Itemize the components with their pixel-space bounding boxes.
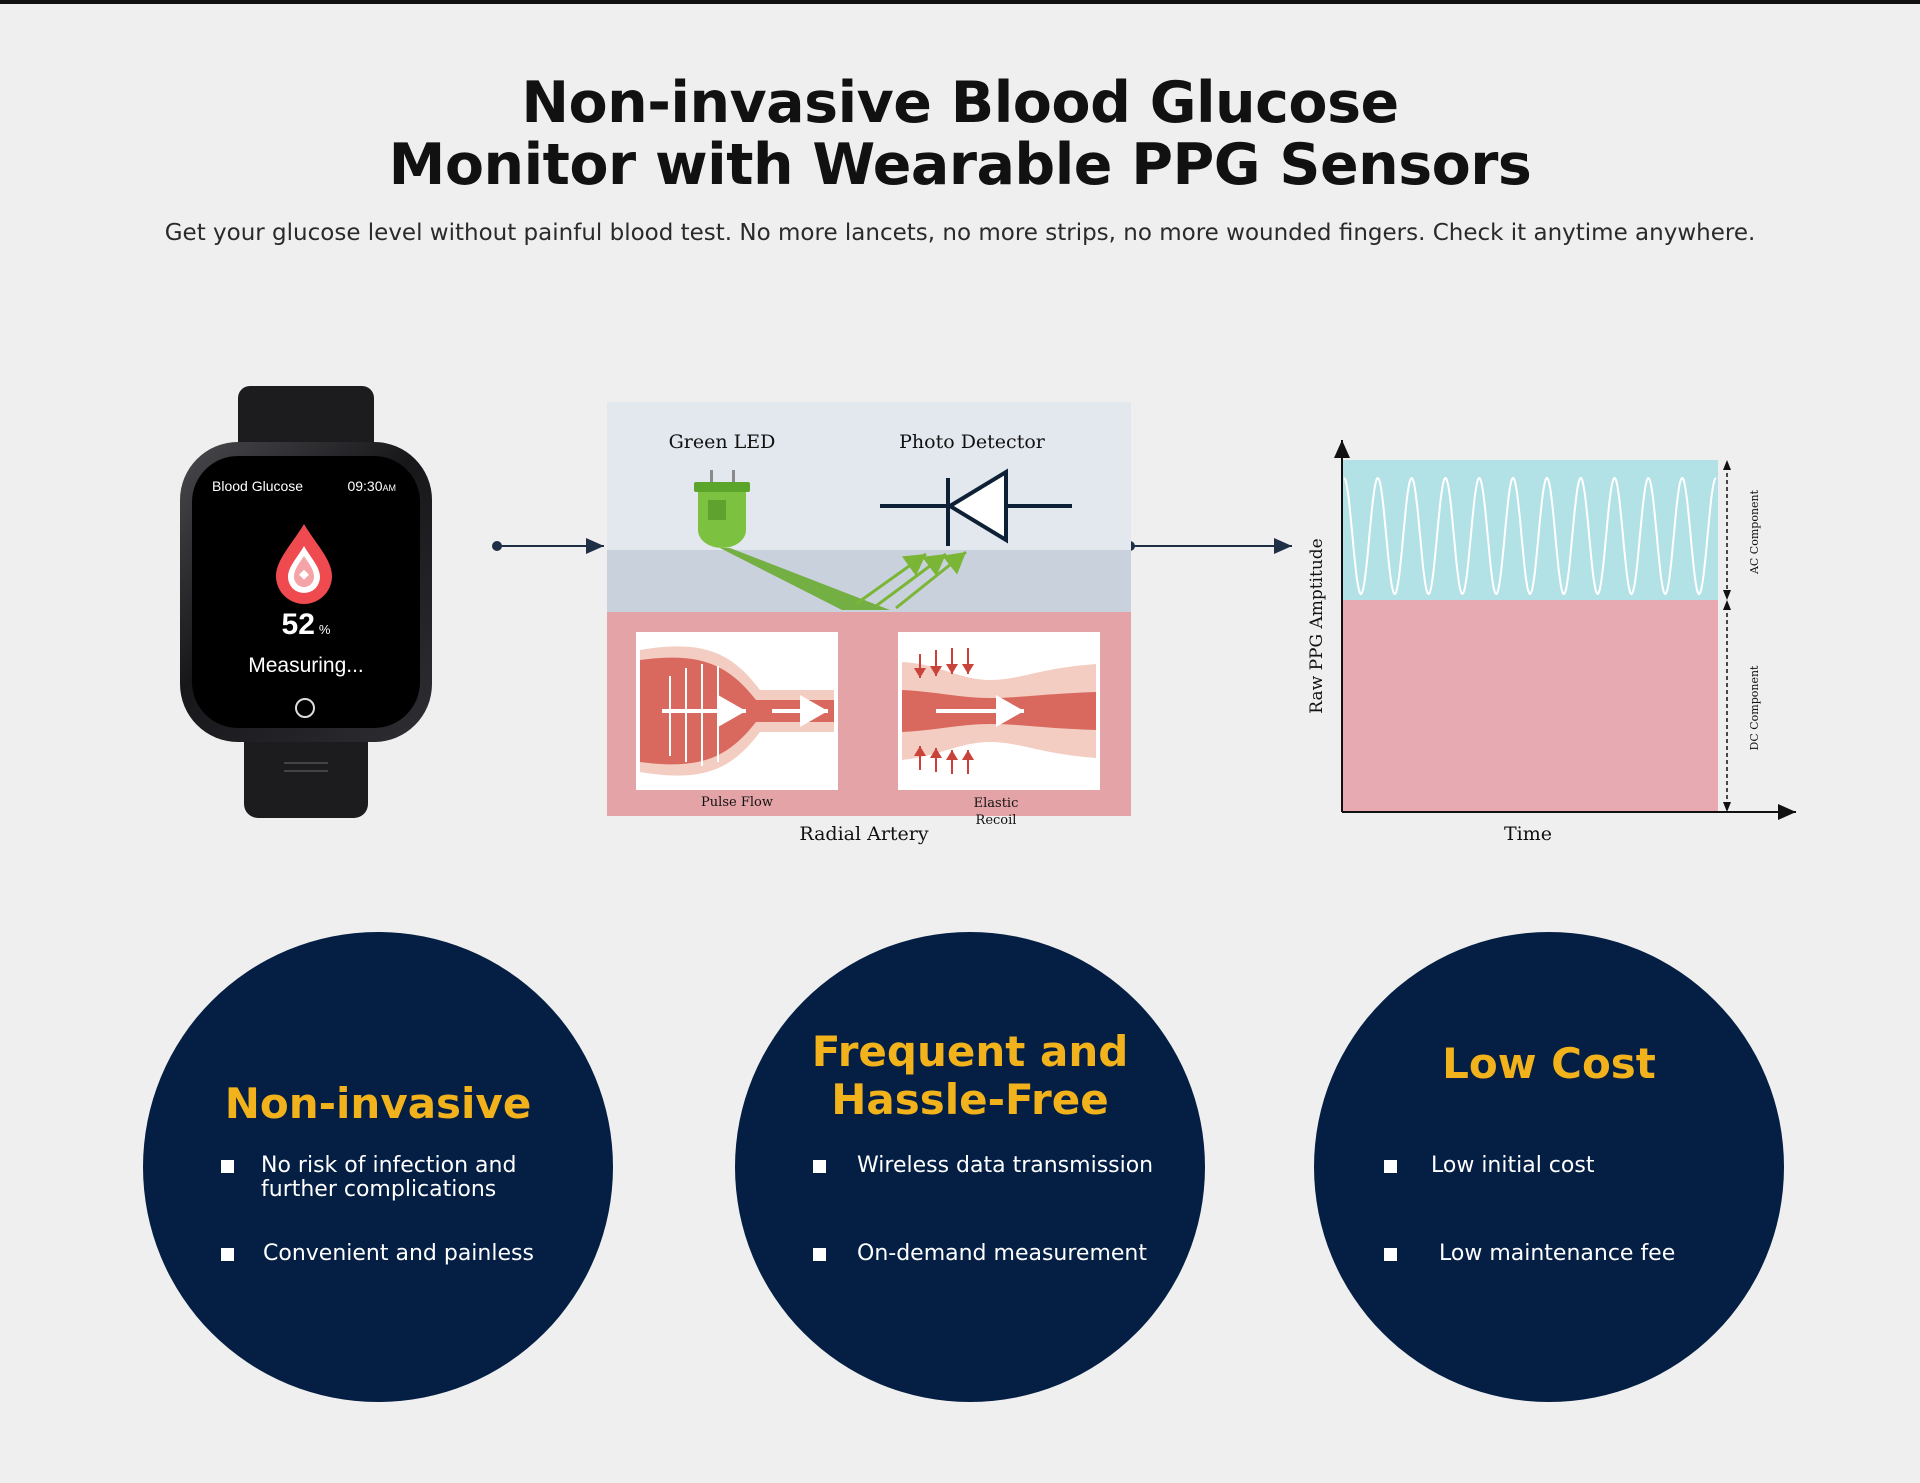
watch-home-button[interactable]	[295, 698, 315, 718]
benefit-item: Wireless data transmission	[857, 1153, 1154, 1178]
blood-drop-icon	[276, 524, 332, 604]
watch-status: Measuring...	[248, 654, 364, 677]
dc-component-label: DC Component	[1748, 665, 1761, 751]
benefit-title-line1: Low Cost	[1442, 1039, 1656, 1088]
pulse-flow-panel	[636, 632, 838, 790]
reflected-light-arrow	[875, 552, 947, 608]
page-title-line1: Non-invasive Blood Glucose	[521, 70, 1399, 136]
watch-band-bottom	[244, 738, 368, 818]
green-led-icon	[694, 470, 750, 548]
green-led-label: Green LED	[669, 431, 776, 453]
page-title-line2: Monitor with Wearable PPG Sensors	[388, 132, 1532, 198]
benefit-title-line1: Frequent and	[811, 1027, 1129, 1076]
watch-screen-title: Blood Glucose	[212, 478, 304, 494]
benefit-item-line1: No risk of infection and	[261, 1153, 517, 1178]
ppg-signal-chart: Raw PPG Amptitude Time AC Component DC C…	[1307, 440, 1796, 845]
bullet-icon	[813, 1160, 826, 1173]
benefit-title-line2: Hassle-Free	[831, 1075, 1109, 1124]
y-axis-label: Raw PPG Amptitude	[1307, 538, 1327, 713]
photodiode-icon	[880, 468, 1072, 546]
benefit-item: Low initial cost	[1431, 1153, 1595, 1178]
ppg-diagram: Green LED Photo Detector Pulse Flow Elas…	[492, 402, 1796, 845]
page-title: Non-invasive Blood Glucose Monitor with …	[0, 72, 1920, 196]
x-axis-label: Time	[1504, 823, 1552, 845]
ppg-waveform	[1343, 476, 1717, 596]
bullet-icon	[221, 1160, 234, 1173]
reflected-light-arrow	[855, 552, 927, 606]
page-subtitle: Get your glucose level without painful b…	[164, 220, 1756, 246]
bullet-icon	[1384, 1248, 1397, 1261]
benefit-item: On-demand measurement	[857, 1241, 1147, 1266]
sensor-panel: Green LED Photo Detector Pulse Flow Elas…	[607, 402, 1131, 828]
benefit-item-line2: further complications	[261, 1177, 497, 1202]
ac-component-label: AC Component	[1748, 489, 1761, 575]
elastic-label: Elastic	[974, 796, 1019, 811]
bullet-icon	[813, 1248, 826, 1261]
pulse-flow-label: Pulse Flow	[701, 795, 773, 810]
radial-artery-caption: Radial Artery	[799, 823, 929, 845]
top-border	[0, 0, 1920, 4]
benefit-circle-lowcost: Low Cost Low initial cost Low maintenanc…	[1314, 932, 1784, 1402]
bullet-icon	[221, 1248, 234, 1261]
benefit-title: Non-invasive	[143, 1080, 613, 1128]
benefit-title-line1: Non-invasive	[224, 1079, 532, 1128]
benefit-title: Low Cost	[1314, 1040, 1784, 1088]
elastic-recoil-panel	[898, 632, 1100, 790]
smartwatch-image: Blood Glucose 09:30AM 52% Measuring...	[178, 386, 434, 818]
watch-time: 09:30AM	[347, 478, 396, 494]
watch-screen: Blood Glucose 09:30AM 52% Measuring...	[192, 456, 420, 728]
watch-time-suffix: AM	[382, 483, 397, 493]
watch-value-number: 52	[281, 608, 315, 641]
watch-value-unit: %	[318, 622, 331, 637]
watch-time-value: 09:30	[347, 478, 383, 494]
benefit-item: Convenient and painless	[263, 1241, 534, 1266]
dc-component-area	[1342, 600, 1718, 812]
bullet-icon	[1384, 1160, 1397, 1173]
watch-glucose-value: 52%	[192, 608, 420, 642]
reflected-light-arrow	[895, 550, 967, 610]
band-line	[284, 770, 328, 772]
light-beam	[720, 548, 890, 610]
watch-band-top	[238, 386, 374, 450]
benefit-item: Low maintenance fee	[1439, 1241, 1676, 1266]
photo-detector-label: Photo Detector	[899, 431, 1046, 453]
band-line	[284, 762, 328, 764]
recoil-label: Recoil	[976, 813, 1017, 828]
